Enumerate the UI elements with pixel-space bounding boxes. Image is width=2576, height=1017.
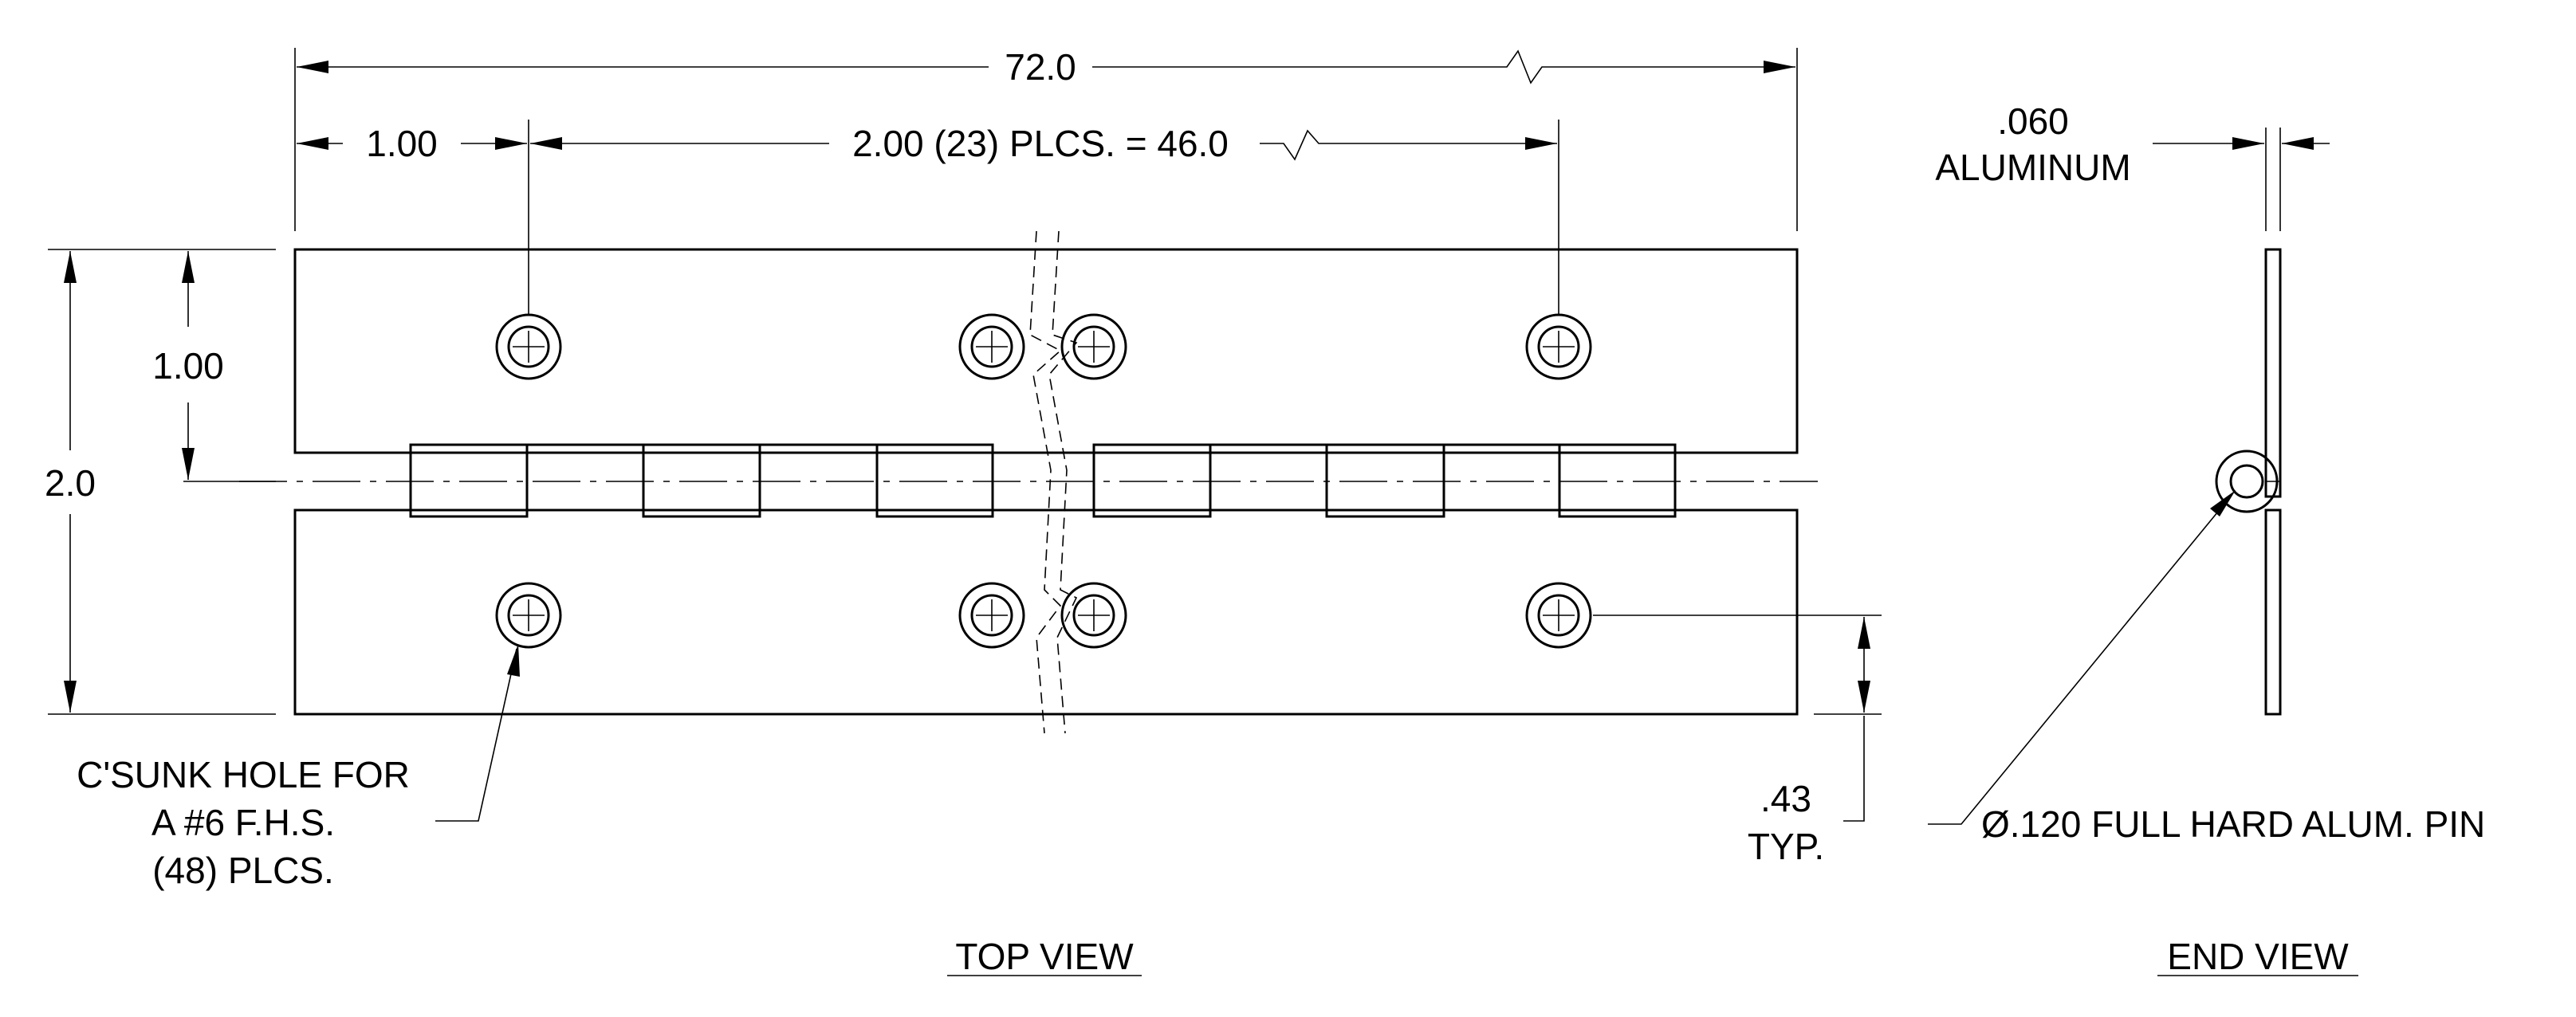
end-view: .060 ALUMINUM Ø.120 FULL HARD ALUM. PIN … <box>1928 100 2485 977</box>
overall-length-dimension: 72.0 <box>294 46 1798 231</box>
overall-width-dimension: 2.0 <box>45 251 276 715</box>
top-view: 72.0 1.00 2.00 (23) PLCS. = 46.0 1.00 <box>45 46 1882 977</box>
top-view-title: TOP VIEW <box>955 936 1134 977</box>
hole <box>958 582 1025 649</box>
hole-row-offset-label: 1.00 <box>152 345 224 387</box>
hole <box>495 313 562 380</box>
hole-row-offset-dimension: 1.00 <box>48 249 276 482</box>
thickness-dimension: .060 ALUMINUM <box>1935 100 2330 231</box>
hole-note-line1: C'SUNK HOLE FOR <box>77 754 410 795</box>
thickness-material: ALUMINUM <box>1935 147 2130 188</box>
end-view-title: END VIEW <box>2167 936 2349 977</box>
hole <box>495 582 562 649</box>
end-view-lower-plate <box>2264 508 2282 716</box>
hole-edge-distance-note: TYP. <box>1748 826 1824 867</box>
hole-note-line2: A #6 F.H.S. <box>151 802 335 843</box>
hole <box>1060 313 1127 380</box>
hole <box>1525 582 1592 649</box>
hole-note-line3: (48) PLCS. <box>152 850 334 891</box>
overall-length-label: 72.0 <box>1005 46 1076 88</box>
edge-to-hole-label: 1.00 <box>366 123 438 164</box>
countersunk-holes <box>495 313 1592 649</box>
hole-edge-distance-value: .43 <box>1760 778 1811 819</box>
pin-note: Ø.120 FULL HARD ALUM. PIN <box>1928 490 2485 845</box>
hole <box>1060 582 1127 649</box>
break-lines <box>1029 230 1078 734</box>
hole-spacing-dimension: 1.00 2.00 (23) PLCS. = 46.0 <box>297 120 1559 315</box>
end-view-pin <box>2229 464 2264 499</box>
upper-leaf-outline <box>293 248 1799 454</box>
thickness-value: .060 <box>1997 100 2069 142</box>
overall-width-label: 2.0 <box>45 462 96 504</box>
hole <box>958 313 1025 380</box>
knuckle-segments <box>295 443 1677 518</box>
lower-leaf-outline <box>293 508 1799 716</box>
hole-note: C'SUNK HOLE FOR A #6 F.H.S. (48) PLCS. <box>77 644 520 891</box>
hole <box>1525 313 1592 380</box>
hole-edge-distance-dimension: .43 TYP. <box>1593 615 1882 867</box>
pin-note-label: Ø.120 FULL HARD ALUM. PIN <box>1981 803 2485 845</box>
hole-spacing-label: 2.00 (23) PLCS. = 46.0 <box>852 123 1229 164</box>
